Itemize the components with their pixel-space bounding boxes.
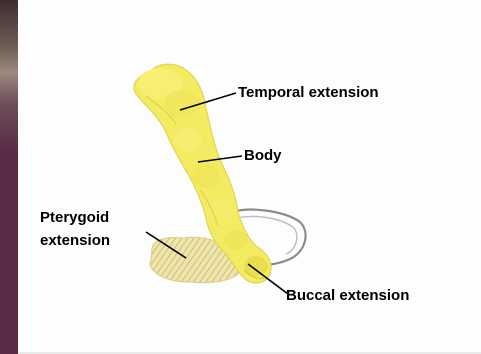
pterygoid-extension-label-line2: extension [40, 233, 110, 250]
fat-lobule [207, 201, 233, 223]
fat-lobule [192, 164, 220, 188]
body-label: Body [244, 148, 282, 165]
buccal-extension-label: Buccal extension [286, 288, 409, 305]
fat-lobule [174, 128, 202, 152]
pterygoid-extension-label-line1: Pterygoid [40, 210, 109, 227]
fat-lobule [224, 230, 248, 250]
temporal-extension-label: Temporal extension [238, 85, 379, 102]
fat-lobule [164, 90, 200, 118]
